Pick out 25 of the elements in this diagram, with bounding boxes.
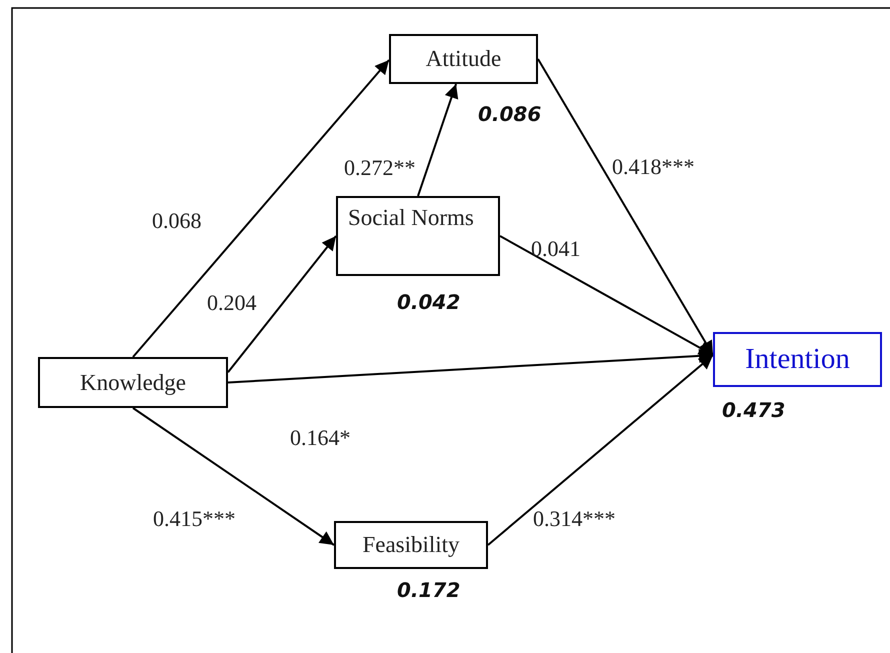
variable-box: Social Norms (336, 196, 500, 276)
outcome-box: Intention (713, 332, 882, 387)
path-arrow (227, 235, 337, 373)
path-arrow (132, 407, 335, 546)
path-coefficient: 0.164* (290, 425, 350, 451)
path-coefficient: 0.272** (344, 155, 416, 181)
variable-box: Attitude (389, 34, 538, 84)
path-arrow (417, 84, 458, 196)
path-coefficient: 0.418*** (612, 154, 694, 180)
r-squared-value: 0.473 (722, 398, 786, 422)
r-squared-value: 0.086 (478, 102, 542, 126)
path-arrow (228, 348, 714, 384)
path-coefficient: 0.204 (207, 290, 256, 316)
path-coefficient: 0.041 (531, 236, 580, 262)
path-coefficient: 0.415*** (153, 506, 236, 532)
path-arrow (537, 58, 714, 356)
path-arrow (500, 235, 714, 356)
r-squared-value: 0.042 (397, 290, 460, 314)
variable-box: Feasibility (334, 521, 488, 569)
path-arrow (487, 354, 714, 546)
path-arrow (132, 59, 390, 358)
variable-box: Knowledge (38, 357, 228, 408)
path-coefficient: 0.314*** (533, 506, 616, 532)
path-coefficient: 0.068 (152, 208, 202, 234)
r-squared-value: 0.172 (397, 578, 460, 602)
